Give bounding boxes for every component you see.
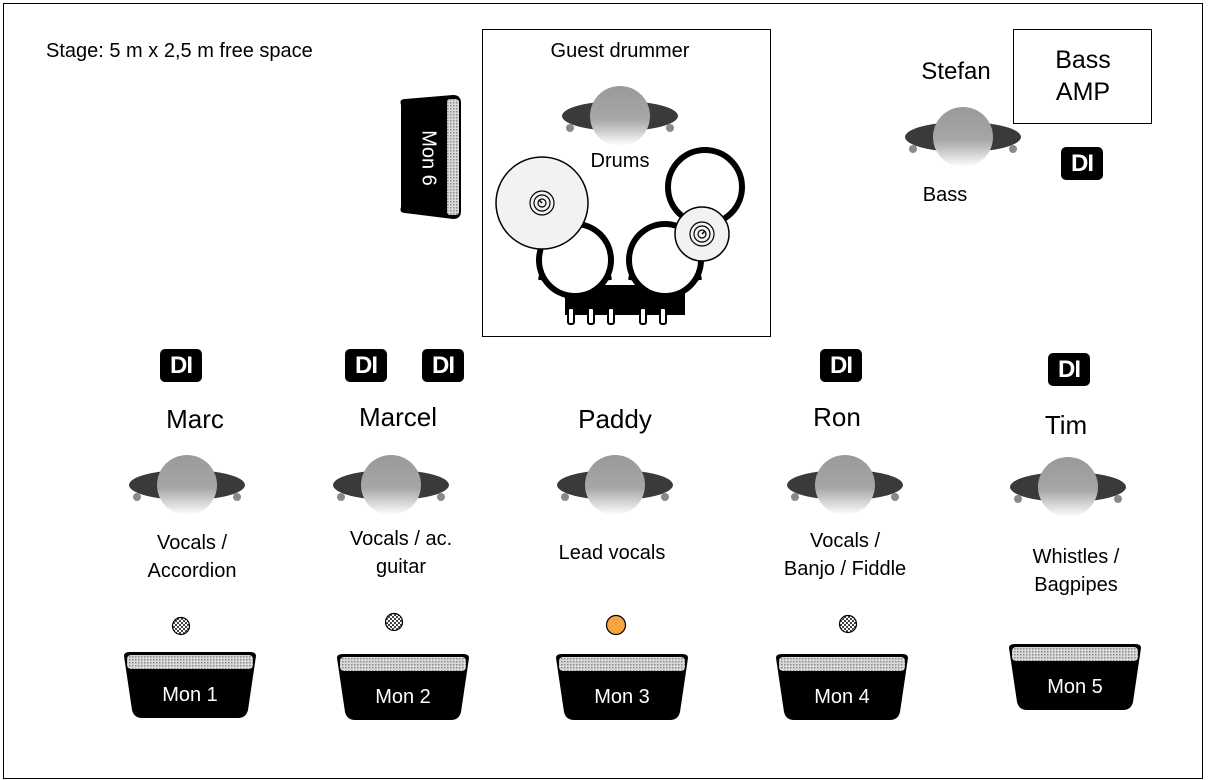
performer-instr-marc-1: Vocals / <box>156 532 228 554</box>
performer-name-ron: Ron <box>813 402 861 432</box>
performer-instr-tim-1: Whistles / <box>1032 546 1120 568</box>
monitor-6-icon <box>400 95 461 219</box>
microphone-ron-icon <box>838 614 858 634</box>
monitor-5-label: Mon 5 <box>1047 676 1103 698</box>
performer-name-tim: Tim <box>1044 410 1088 440</box>
performer-name-marc: Marc <box>166 404 224 434</box>
drums-label: Drums <box>590 150 650 172</box>
bass-label: Bass <box>922 184 968 206</box>
monitor-6-label: Mon 6 <box>417 130 440 186</box>
drum-kit-icon <box>495 147 745 325</box>
performer-tim-person-icon <box>1008 457 1128 517</box>
microphone-paddy-icon <box>605 614 627 636</box>
stage-size-note: Stage: 5 m x 2,5 m free space <box>46 40 313 62</box>
bass-amp-box <box>1013 29 1152 124</box>
di-box-tim: DI <box>1048 353 1090 386</box>
monitor-2-label: Mon 2 <box>375 686 431 708</box>
drum-area-title: Guest drummer <box>550 40 690 62</box>
monitor-4-label: Mon 4 <box>814 686 870 708</box>
stefan-name: Stefan <box>921 58 991 85</box>
performer-instr-paddy-1: Lead vocals <box>558 542 666 564</box>
bass-amp-label-line1: Bass <box>1055 46 1111 74</box>
monitor-1-label: Mon 1 <box>162 684 218 706</box>
di-box-marcel-2: DI <box>422 349 464 382</box>
monitor-3-label: Mon 3 <box>594 686 650 708</box>
di-box-marcel-1: DI <box>345 349 387 382</box>
di-box-bass: DI <box>1061 147 1103 180</box>
stefan-person-icon <box>903 107 1023 167</box>
performer-instr-marcel-2: guitar <box>375 556 427 578</box>
performer-marcel-person-icon <box>331 455 451 515</box>
performer-ron-person-icon <box>785 455 905 515</box>
microphone-marc-icon <box>171 616 191 636</box>
performer-paddy-person-icon <box>555 455 675 515</box>
stage-border <box>3 3 1203 779</box>
di-box-ron: DI <box>820 349 862 382</box>
cymbal-right-icon <box>674 206 730 262</box>
performer-instr-marc-2: Accordion <box>147 560 237 582</box>
performer-instr-marcel-1: Vocals / ac. <box>349 528 453 550</box>
performer-instr-ron-1: Vocals / <box>809 530 881 552</box>
performer-instr-tim-2: Bagpipes <box>1034 574 1118 596</box>
performer-instr-ron-2: Banjo / Fiddle <box>783 558 907 580</box>
microphone-marcel-icon <box>384 612 404 632</box>
cymbal-left-icon <box>495 156 589 250</box>
bass-amp-label-line2: AMP <box>1055 78 1111 106</box>
performer-name-marcel: Marcel <box>358 402 438 432</box>
performer-name-paddy: Paddy <box>578 404 652 434</box>
performer-marc-person-icon <box>127 455 247 515</box>
guest-drummer-person-icon <box>560 86 680 146</box>
di-box-marc: DI <box>160 349 202 382</box>
